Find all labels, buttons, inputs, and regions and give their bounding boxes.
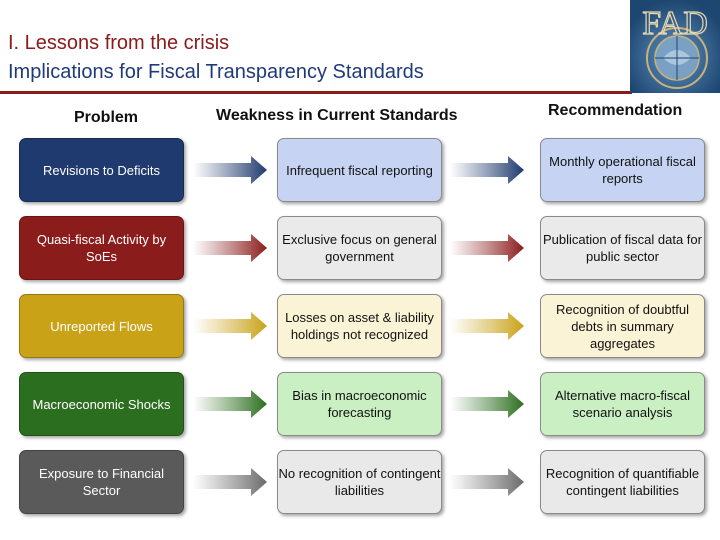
- logo-text: FAD: [642, 5, 708, 42]
- problem-box-quasi-fiscal-activity-by-soes: Quasi-fiscal Activity by SoEs: [19, 216, 184, 280]
- weakness-box-macroeconomic-shocks: Bias in macroeconomic forecasting: [277, 372, 442, 436]
- problem-label: Quasi-fiscal Activity by SoEs: [36, 232, 167, 264]
- problem-label: Macroeconomic Shocks: [32, 396, 171, 412]
- arrow-right-icon: [193, 312, 267, 340]
- weakness-box-exposure-to-financial-sector: No recognition of contingent liabilities: [277, 450, 442, 514]
- recommendation-label: Monthly operational fiscal reports: [549, 154, 696, 186]
- column-header-weakness: Weakness in Current Standards: [216, 107, 458, 124]
- recommendation-box-macroeconomic-shocks: Alternative macro-fiscal scenario analys…: [540, 372, 705, 436]
- recommendation-box-unreported-flows: Recognition of doubtful debts in summary…: [540, 294, 705, 358]
- arrow-right-icon: [450, 468, 524, 496]
- arrow-right-icon: [450, 312, 524, 340]
- slide-subtitle: Implications for Fiscal Transparency Sta…: [8, 61, 424, 83]
- weakness-box-revisions-to-deficits: Infrequent fiscal reporting: [277, 138, 442, 202]
- recommendation-label: Publication of fiscal data for public se…: [543, 232, 702, 264]
- recommendation-label: Alternative macro-fiscal scenario analys…: [554, 388, 691, 420]
- weakness-label: Bias in macroeconomic forecasting: [292, 388, 427, 420]
- arrow-right-icon: [193, 156, 267, 184]
- arrow-right-icon: [450, 234, 524, 262]
- fad-logo: FAD: [630, 0, 720, 93]
- weakness-box-unreported-flows: Losses on asset & liability holdings not…: [277, 294, 442, 358]
- problem-box-macroeconomic-shocks: Macroeconomic Shocks: [19, 372, 184, 436]
- problem-label: Revisions to Deficits: [42, 162, 161, 178]
- column-header-problem: Problem: [74, 109, 139, 126]
- arrow-right-icon: [193, 234, 267, 262]
- recommendation-label: Recognition of quantifiable contingent l…: [545, 466, 700, 498]
- arrow-right-icon: [450, 156, 524, 184]
- recommendation-box-quasi-fiscal-activity-by-soes: Publication of fiscal data for public se…: [540, 216, 705, 280]
- problem-label: Unreported Flows: [50, 318, 153, 334]
- weakness-label: Exclusive focus on general government: [282, 232, 437, 264]
- arrow-right-icon: [193, 390, 267, 418]
- arrow-right-icon: [450, 390, 524, 418]
- problem-box-revisions-to-deficits: Revisions to Deficits: [19, 138, 184, 202]
- weakness-label: No recognition of contingent liabilities: [278, 466, 441, 498]
- problem-box-exposure-to-financial-sector: Exposure to Financial Sector: [19, 450, 184, 514]
- weakness-label: Infrequent fiscal reporting: [286, 162, 433, 178]
- weakness-box-quasi-fiscal-activity-by-soes: Exclusive focus on general government: [277, 216, 442, 280]
- problem-box-unreported-flows: Unreported Flows: [19, 294, 184, 358]
- recommendation-box-exposure-to-financial-sector: Recognition of quantifiable contingent l…: [540, 450, 705, 514]
- recommendation-box-revisions-to-deficits: Monthly operational fiscal reports: [540, 138, 705, 202]
- column-header-recommendation: Recommendation: [548, 102, 683, 119]
- problem-label: Exposure to Financial Sector: [38, 466, 164, 498]
- arrow-right-icon: [193, 468, 267, 496]
- title-divider: [0, 91, 632, 94]
- recommendation-label: Recognition of doubtful debts in summary…: [556, 301, 689, 351]
- weakness-label: Losses on asset & liability holdings not…: [285, 310, 434, 342]
- slide-title: I. Lessons from the crisis: [8, 32, 230, 54]
